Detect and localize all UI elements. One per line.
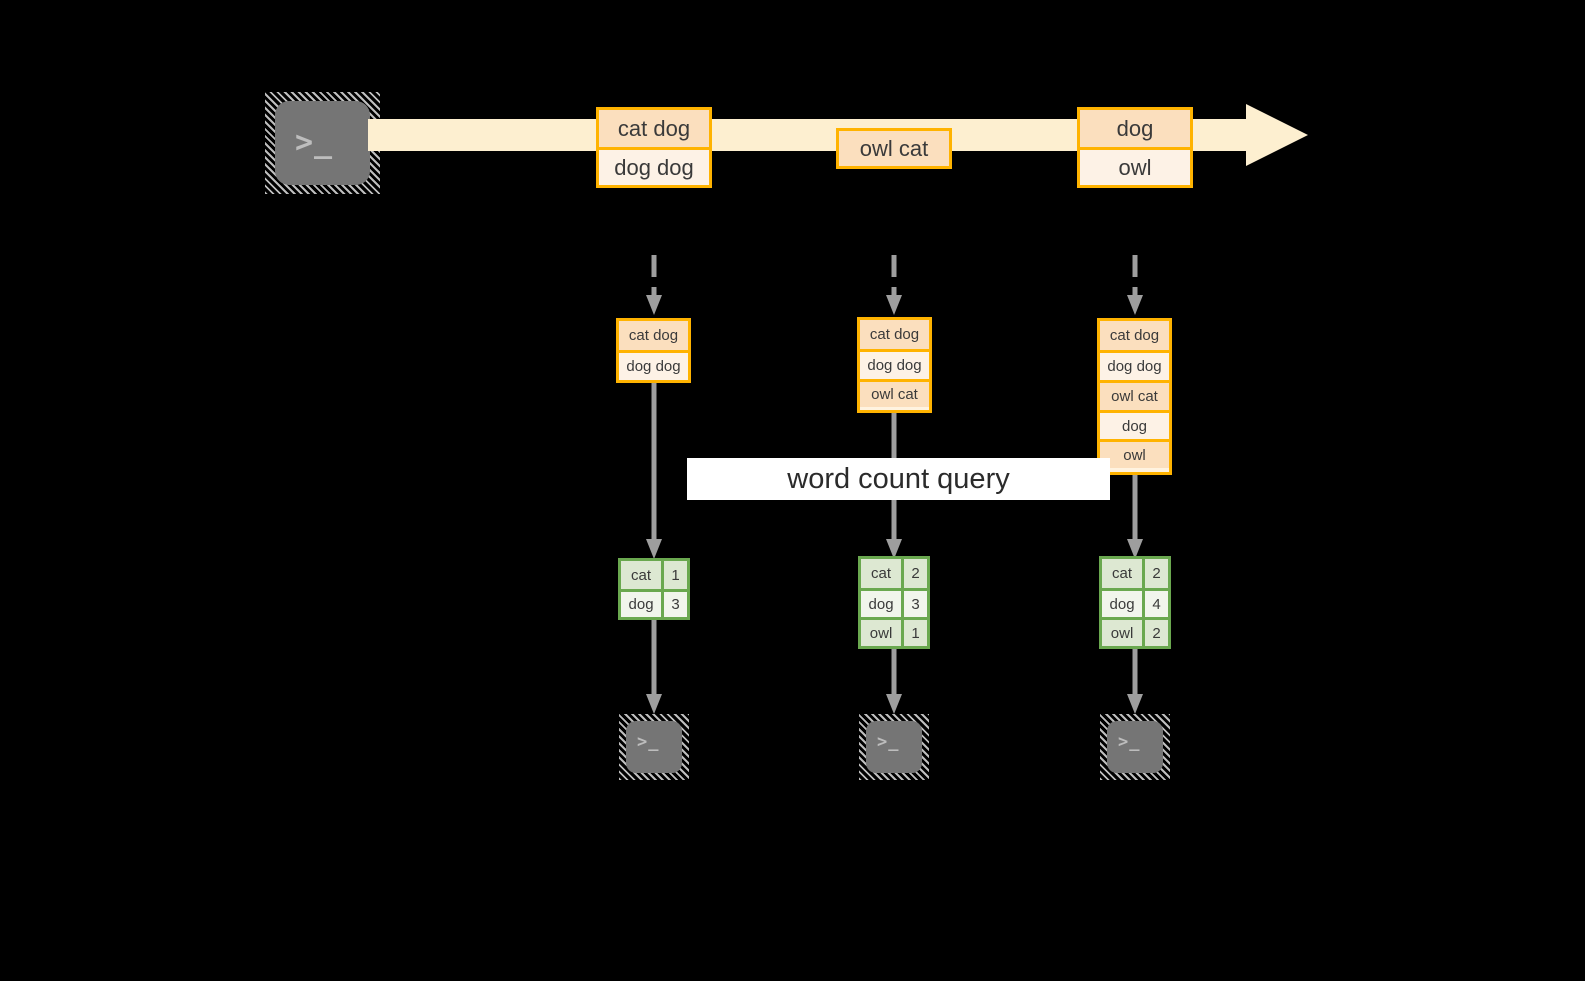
result-word: cat	[621, 561, 662, 589]
snapshot-line: owl	[1100, 439, 1169, 468]
result-count: 2	[1142, 620, 1168, 646]
table-row: dog 3	[621, 589, 687, 617]
table-row: owl 1	[861, 617, 927, 646]
snapshot-line: owl cat	[1100, 380, 1169, 410]
stream-event-line: owl cat	[839, 131, 949, 166]
terminal-body	[275, 101, 370, 185]
snapshot-line: dog	[1100, 410, 1169, 439]
result-table[interactable]: cat 2 dog 3 owl 1	[858, 556, 930, 649]
result-table[interactable]: cat 1 dog 3	[618, 558, 690, 620]
stream-event-group[interactable]: cat dog dog dog	[596, 107, 712, 188]
dashed-connector	[1126, 255, 1144, 317]
stream-event-line: dog	[1080, 110, 1190, 147]
result-count: 1	[901, 620, 927, 646]
result-word: dog	[1102, 591, 1143, 617]
solid-connector	[1126, 472, 1144, 561]
result-table[interactable]: cat 2 dog 4 owl 2	[1099, 556, 1171, 649]
result-count: 3	[661, 592, 687, 617]
snapshot-line: cat dog	[619, 321, 688, 350]
snapshot-line: dog dog	[860, 349, 929, 379]
result-word: cat	[861, 559, 902, 588]
terminal-body	[626, 721, 682, 773]
table-row: owl 2	[1102, 617, 1168, 646]
result-count: 4	[1142, 591, 1168, 617]
terminal-body	[866, 721, 922, 773]
solid-connector	[885, 649, 903, 716]
solid-connector	[1126, 649, 1144, 716]
snapshot-line: cat dog	[1100, 321, 1169, 350]
snapshot-line: cat dog	[860, 320, 929, 349]
source-terminal-icon: >_	[265, 92, 380, 194]
table-row: cat 1	[621, 561, 687, 589]
stream-event-group[interactable]: owl cat	[836, 128, 952, 169]
result-word: owl	[1102, 620, 1143, 646]
solid-connector	[645, 381, 663, 561]
terminal-prompt-glyph: >_	[637, 732, 660, 752]
sink-terminal-icon: >_	[619, 714, 689, 780]
stream-event-line: dog dog	[599, 147, 709, 185]
snapshot-line: dog dog	[1100, 350, 1169, 380]
snapshot-table[interactable]: cat dog dog dog	[616, 318, 691, 383]
result-word: cat	[1102, 559, 1143, 588]
dashed-connector	[645, 255, 663, 317]
terminal-prompt-glyph: >_	[877, 732, 900, 752]
sink-terminal-icon: >_	[859, 714, 929, 780]
terminal-prompt-glyph: >_	[295, 125, 334, 160]
snapshot-table[interactable]: cat dog dog dog owl cat	[857, 317, 932, 413]
solid-connector	[645, 620, 663, 716]
stream-event-line: cat dog	[599, 110, 709, 147]
snapshot-table[interactable]: cat dog dog dog owl cat dog owl	[1097, 318, 1172, 475]
result-count: 3	[901, 591, 927, 617]
sink-terminal-icon: >_	[1100, 714, 1170, 780]
snapshot-line: dog dog	[619, 350, 688, 380]
result-word: dog	[621, 592, 662, 617]
query-label-text: word count query	[787, 462, 1010, 495]
result-count: 2	[1142, 559, 1168, 588]
dashed-connector	[885, 255, 903, 317]
stream-event-group[interactable]: dog owl	[1077, 107, 1193, 188]
snapshot-line: owl cat	[860, 379, 929, 407]
table-row: dog 4	[1102, 588, 1168, 617]
table-row: cat 2	[861, 559, 927, 588]
stream-event-line: owl	[1080, 147, 1190, 185]
query-label: word count query	[687, 458, 1110, 500]
terminal-body	[1107, 721, 1163, 773]
table-row: dog 3	[861, 588, 927, 617]
result-word: dog	[861, 591, 902, 617]
result-count: 2	[901, 559, 927, 588]
table-row: cat 2	[1102, 559, 1168, 588]
terminal-prompt-glyph: >_	[1118, 732, 1141, 752]
result-count: 1	[661, 561, 687, 589]
result-word: owl	[861, 620, 902, 646]
